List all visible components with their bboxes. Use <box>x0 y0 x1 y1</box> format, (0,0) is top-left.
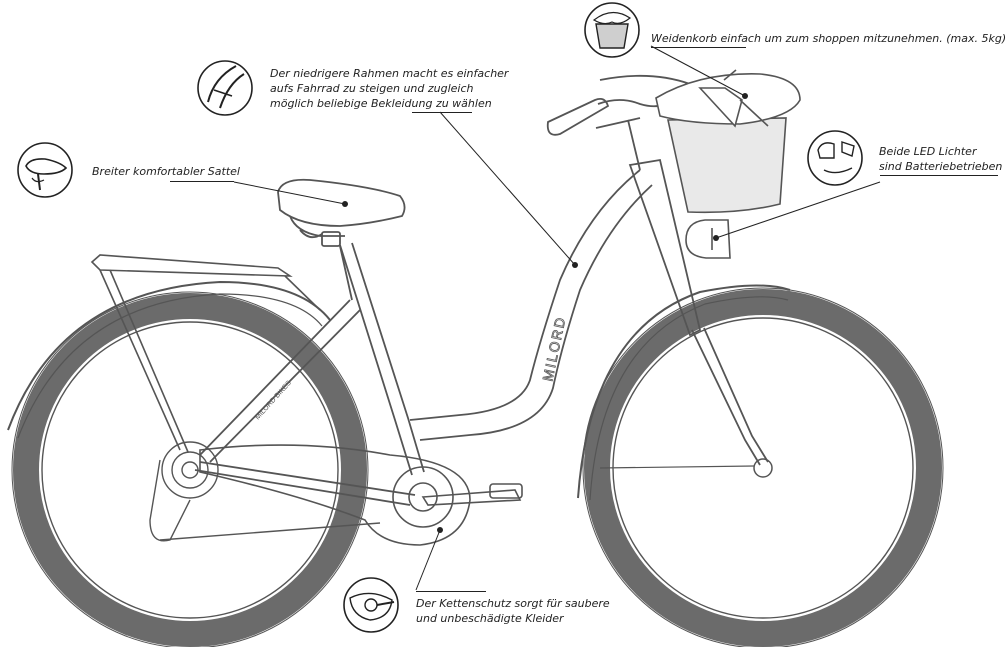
callout-line: und unbeschädigte Kleider <box>416 612 564 625</box>
callout-line: Der niedrigere Rahmen macht es einfacher <box>270 67 509 80</box>
callout-line: Der Kettenschutz sorgt für saubere <box>416 597 610 610</box>
underline <box>170 181 234 182</box>
chain-guard <box>199 444 523 546</box>
callout-step-through-frame: Der niedrigere Rahmen macht es einfacher… <box>270 66 508 111</box>
callout-chain-guard: Der Kettenschutz sorgt für saubere und u… <box>416 596 610 626</box>
underline <box>880 175 998 176</box>
callout-line: Breiter komfortabler Sattel <box>92 165 240 178</box>
callout-wicker-basket: Weidenkorb einfach um zum shoppen mitzun… <box>651 31 1006 46</box>
callout-saddle: Breiter komfortabler Sattel <box>92 164 240 179</box>
rear-fender <box>7 280 331 431</box>
front-wheel <box>582 287 944 647</box>
downtube-brand: MILORD <box>539 314 568 382</box>
callout-line: Beide LED Lichter <box>879 145 977 158</box>
seattube-brand: MILORD BIKES <box>254 379 293 421</box>
saddle <box>277 178 406 301</box>
rear-rack <box>90 254 321 453</box>
front-led-light <box>685 219 731 259</box>
wicker-basket-icon <box>584 2 640 58</box>
led-lights-icon <box>807 130 863 186</box>
underline <box>416 591 486 592</box>
callout-line: sind Batteriebetrieben <box>879 160 1003 173</box>
front-fender <box>577 284 791 499</box>
wicker-basket <box>655 69 801 214</box>
rear-wheel <box>11 291 369 647</box>
saddle-icon <box>17 142 73 198</box>
callout-line: aufs Fahrrad zu steigen und zugleich <box>270 82 474 95</box>
callout-led-lights: Beide LED Lichter sind Batteriebetrieben <box>879 144 1002 174</box>
step-through-frame-icon <box>197 60 253 116</box>
leader-dots <box>342 93 748 533</box>
underline <box>651 47 746 48</box>
chain-guard-icon <box>343 577 399 633</box>
underline <box>412 112 472 113</box>
frame <box>194 119 769 506</box>
callout-line: möglich beliebige Bekleidung zu wählen <box>270 97 492 110</box>
rear-derailleur <box>149 441 381 542</box>
callout-line: Weidenkorb einfach um zum shoppen mitzun… <box>651 32 1006 45</box>
leader-lines <box>233 45 881 591</box>
